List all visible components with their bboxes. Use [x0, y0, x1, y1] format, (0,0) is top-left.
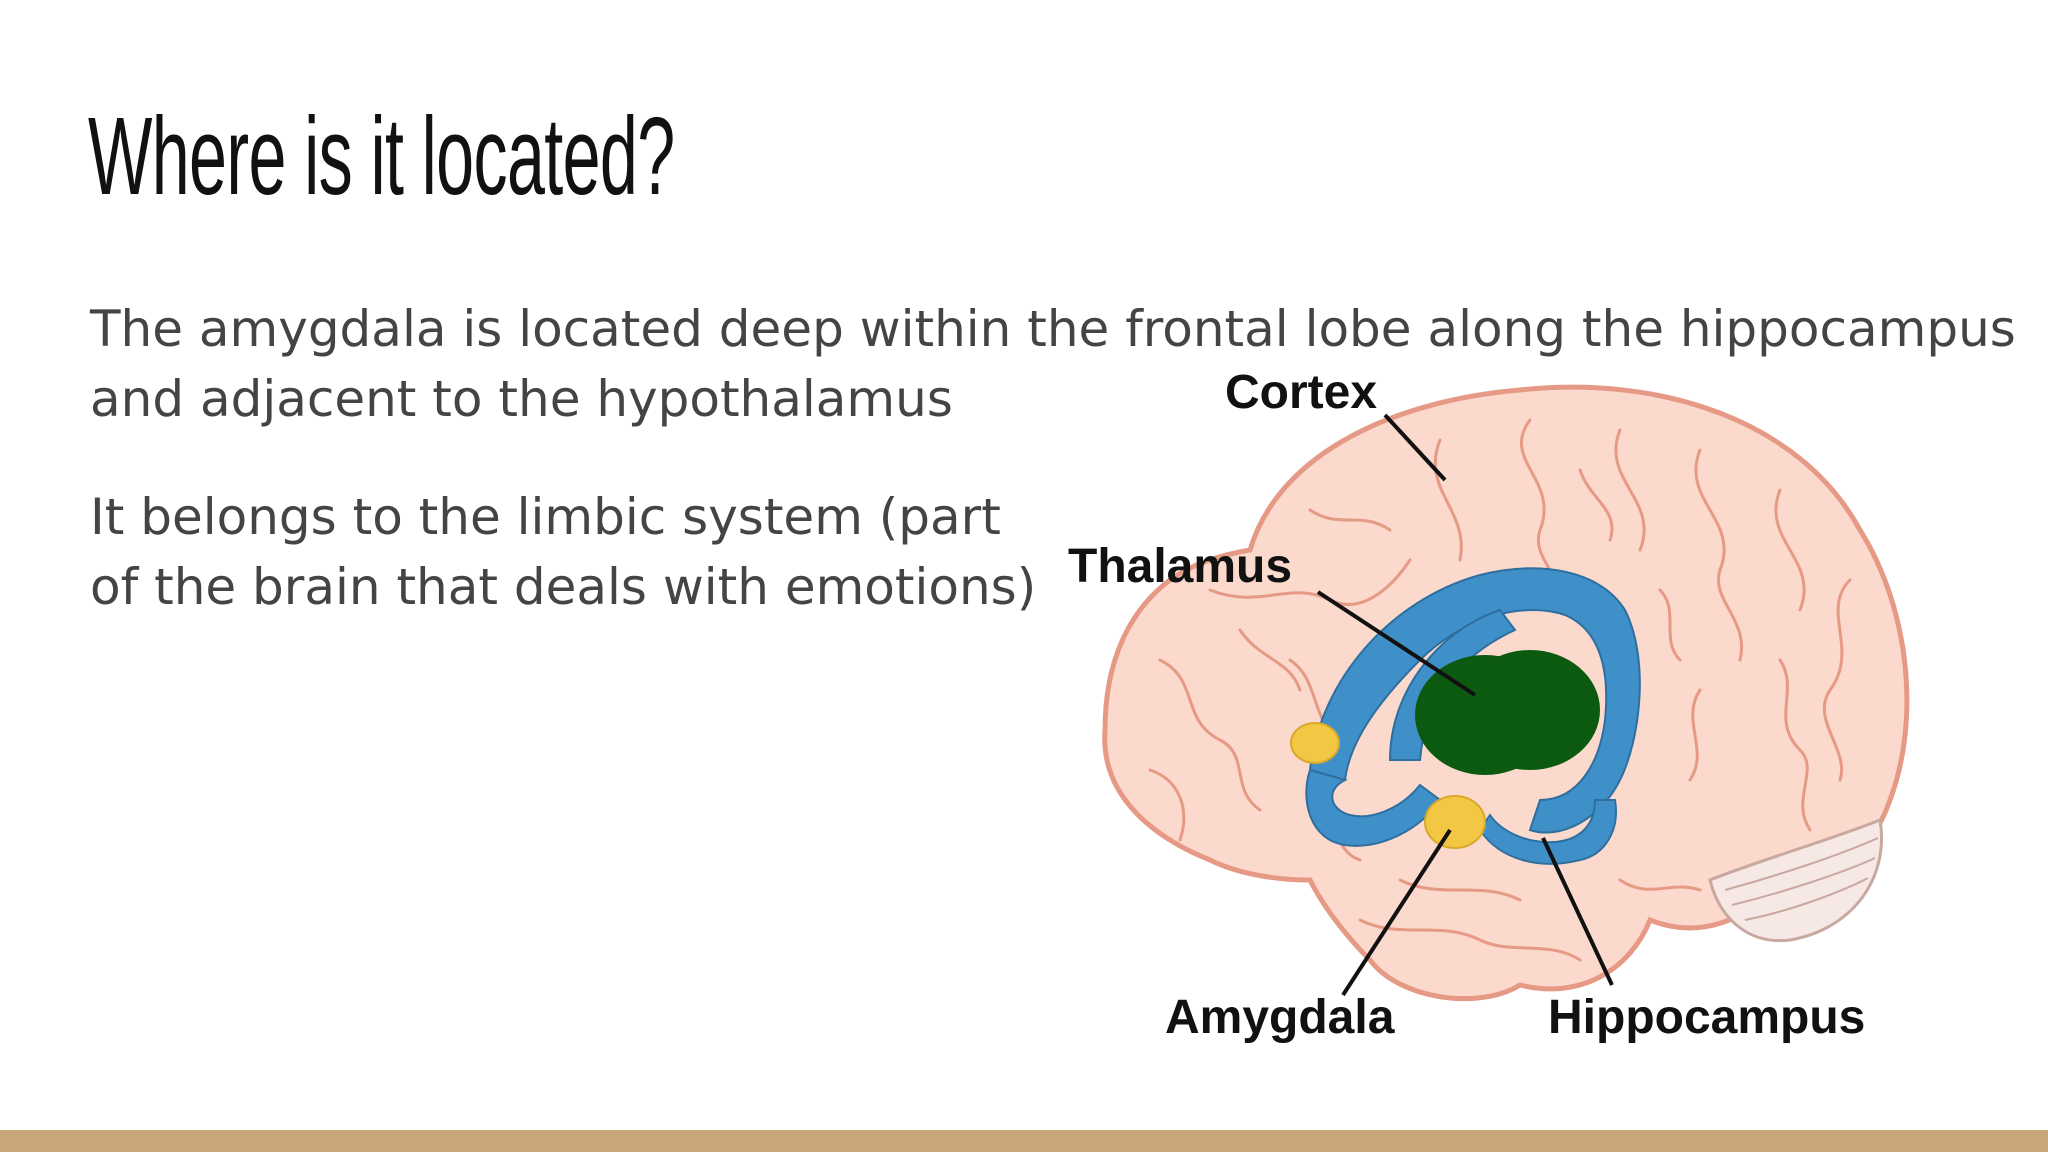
- thalamus-shape-2: [1460, 650, 1600, 770]
- brain-diagram-svg: Cortex Thalamus Amygdala Hippocampus: [1068, 366, 1910, 1044]
- amygdala-front-shape: [1290, 722, 1340, 764]
- slide-title: Where is it located?: [88, 95, 675, 218]
- location-paragraph: The amygdala is located deep within the …: [90, 300, 2016, 428]
- label-thalamus: Thalamus: [1068, 540, 1292, 593]
- label-amygdala: Amygdala: [1165, 991, 1395, 1044]
- limbic-paragraph: It belongs to the limbic system (part of…: [90, 488, 1037, 616]
- brain-diagram: Cortex Thalamus Amygdala Hippocampus: [1060, 360, 1940, 1100]
- cerebellum-folds: [1724, 837, 1879, 921]
- cerebellum-shape: [1708, 817, 1883, 943]
- label-cortex: Cortex: [1225, 366, 1377, 419]
- accent-bar: [0, 1130, 2048, 1152]
- amygdala-shape: [1424, 795, 1486, 849]
- label-hippocampus: Hippocampus: [1548, 991, 1865, 1044]
- leader-lines: [1316, 413, 1614, 997]
